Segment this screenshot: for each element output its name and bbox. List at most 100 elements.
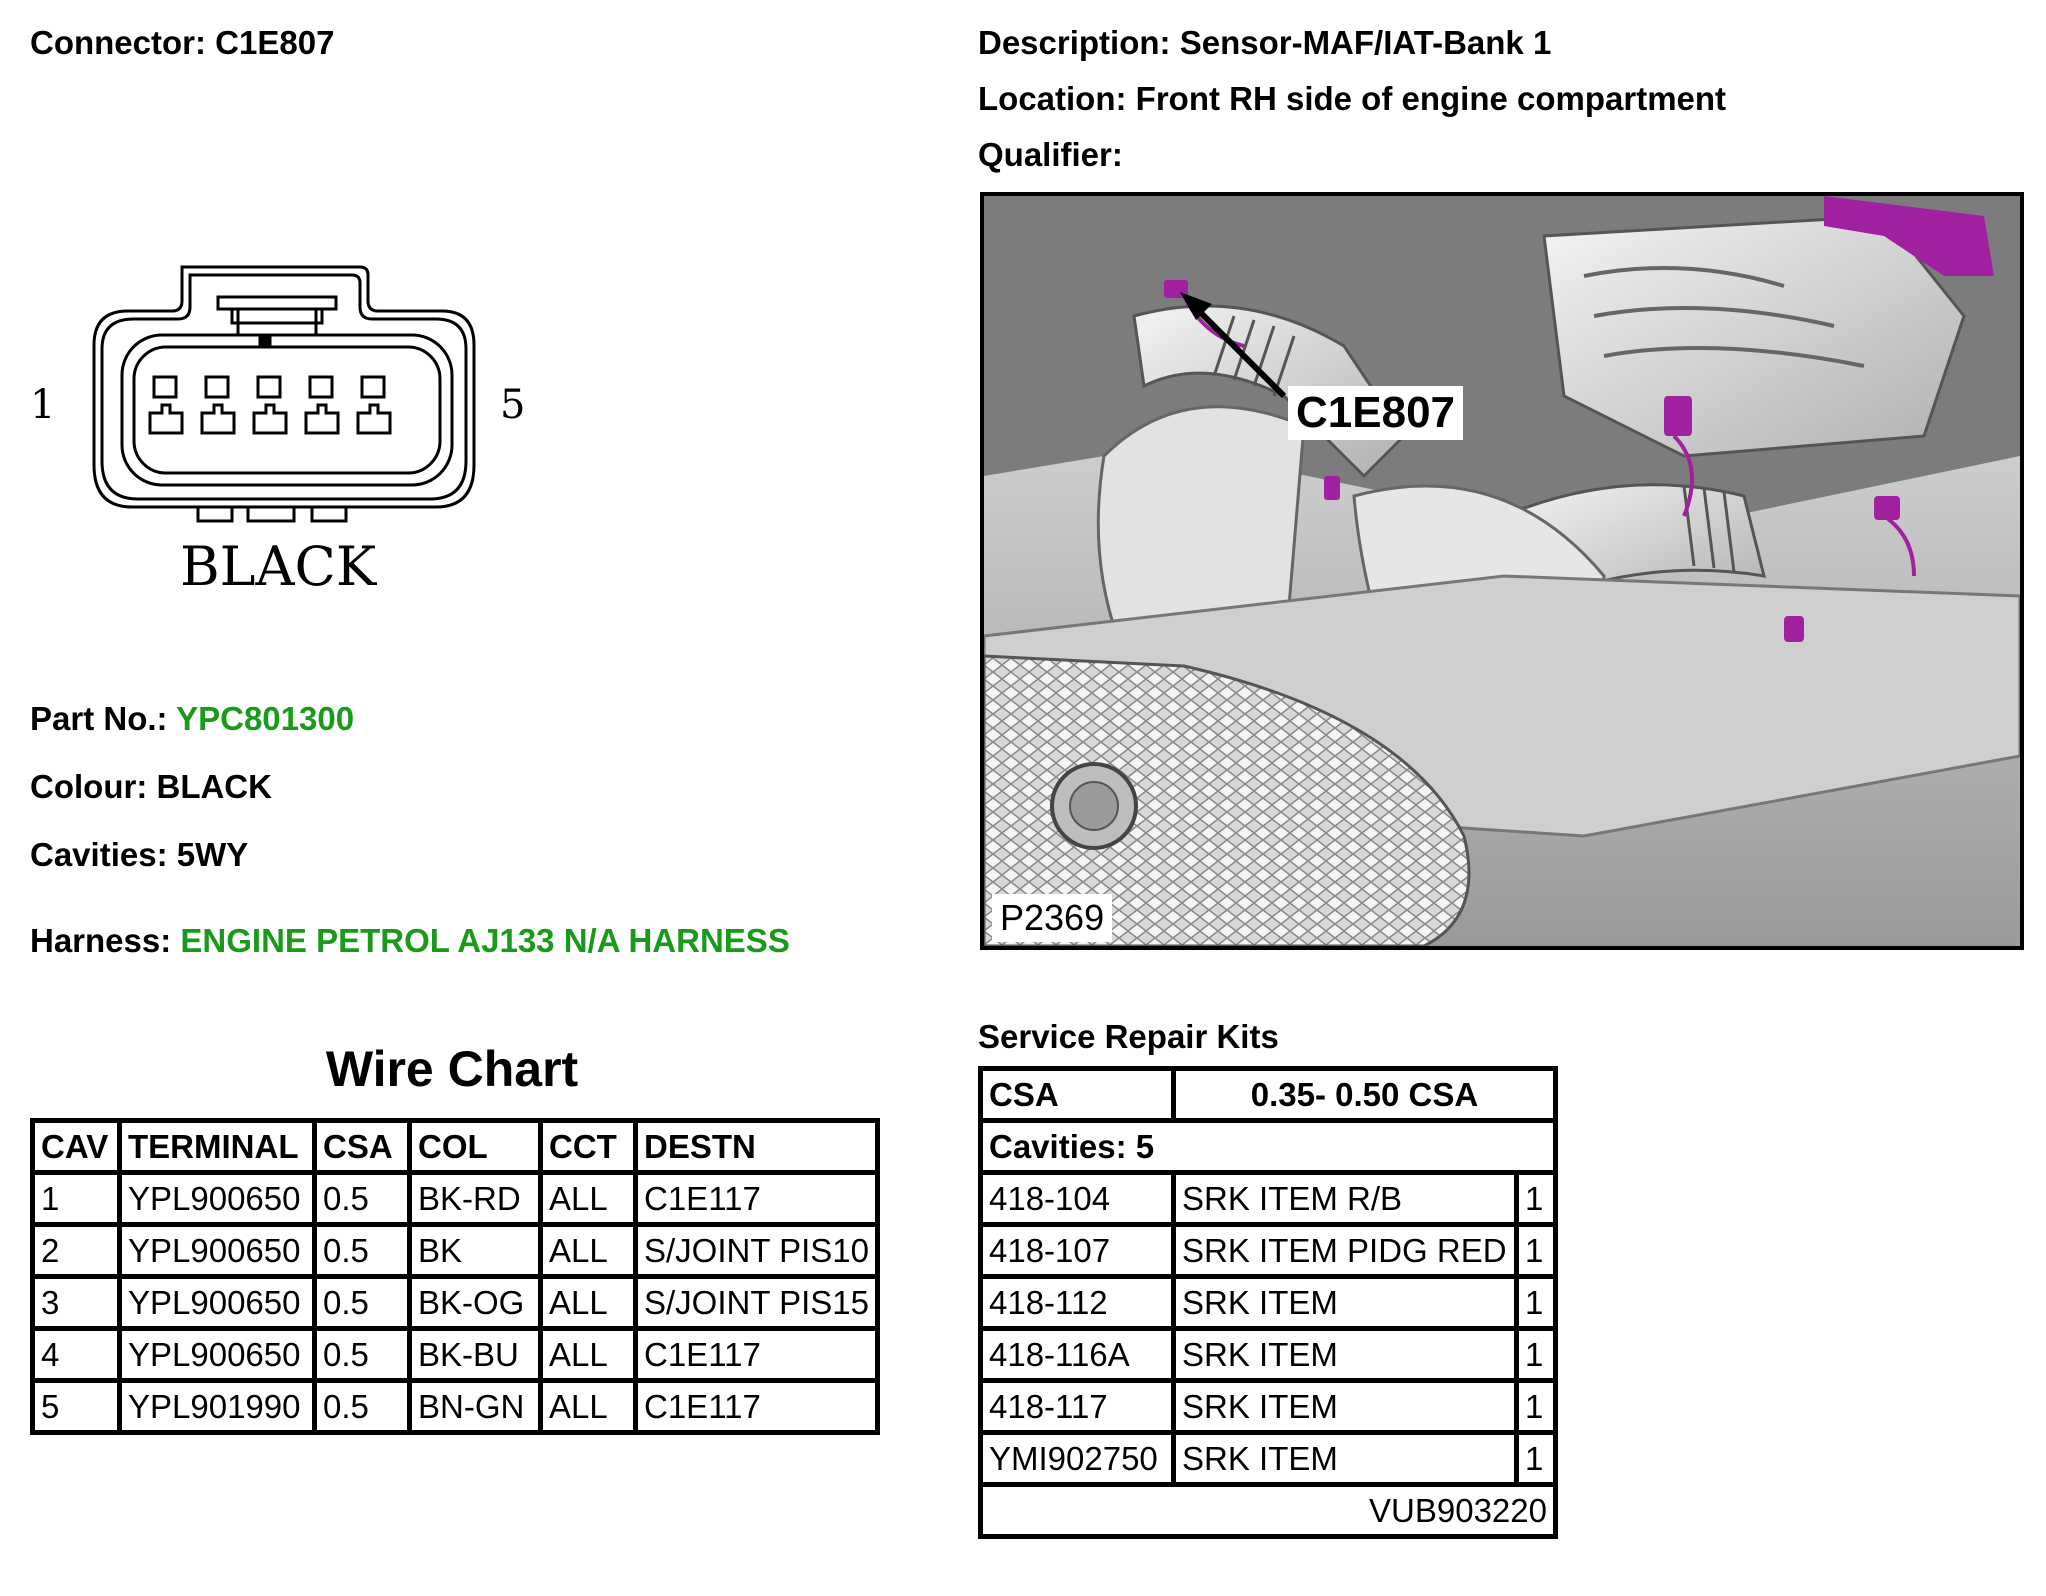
connector-latch-2 <box>230 307 324 325</box>
connector-inner-body-2 <box>132 345 442 475</box>
col-col: COL <box>407 1118 543 1175</box>
kits-csa-label: CSA <box>978 1066 1176 1123</box>
cell-cct: ALL <box>538 1222 638 1279</box>
table-row: 3 YPL900650 0.5 BK-OG ALL S/JOINT PIS15 <box>30 1274 880 1331</box>
description-value: Sensor-MAF/IAT-Bank 1 <box>1179 24 1552 61</box>
diagram-colour-label: BLACK <box>180 535 378 598</box>
harness-value[interactable]: ENGINE PETROL AJ133 N/A HARNESS <box>180 922 790 959</box>
wire-chart-title: Wire Chart <box>325 1041 579 1097</box>
cell-terminal: YPL901990 <box>117 1378 317 1435</box>
table-row: 418-107 SRK ITEM PIDG RED 1 <box>978 1222 1558 1279</box>
kit-desc: SRK ITEM <box>1171 1430 1519 1487</box>
kit-part: 418-104 <box>978 1170 1176 1227</box>
pin-3-top <box>256 375 282 399</box>
location-line: Location: Front RH side of engine compar… <box>978 80 1726 118</box>
kit-desc: SRK ITEM R/B <box>1171 1170 1519 1227</box>
pin-label-right: 5 <box>500 382 525 428</box>
cell-col: BN-GN <box>407 1378 543 1435</box>
connector-face-diagram: 1 5 BLACK <box>30 265 525 598</box>
engine-bay-photo: C1E807 P2369 <box>980 192 2024 950</box>
cell-csa: 0.5 <box>312 1326 412 1383</box>
kit-desc: SRK ITEM PIDG RED <box>1171 1222 1519 1279</box>
kit-part: YMI902750 <box>978 1430 1176 1487</box>
cell-cav: 1 <box>30 1170 122 1227</box>
table-row: 5 YPL901990 0.5 BN-GN ALL C1E117 <box>30 1378 880 1435</box>
photo-ref-label: P2369 <box>992 894 1113 942</box>
location-label: Location: <box>978 80 1127 117</box>
wire-chart-header-row: CAV TERMINAL CSA COL CCT DESTN <box>30 1118 880 1175</box>
callout-arrow-head <box>1180 292 1212 320</box>
connector-outer-outline-2 <box>100 273 468 501</box>
wire-chart-table: CAV TERMINAL CSA COL CCT DESTN 1 YPL9006… <box>30 1118 880 1435</box>
kits-cavities: Cavities: 5 <box>978 1118 1558 1175</box>
col-cct: CCT <box>538 1118 638 1175</box>
cell-cct: ALL <box>538 1170 638 1227</box>
cell-csa: 0.5 <box>312 1222 412 1279</box>
kit-part: 418-112 <box>978 1274 1176 1331</box>
pin-5-top <box>360 375 386 399</box>
cavities-value: 5WY <box>176 836 249 873</box>
table-row: 418-117 SRK ITEM 1 <box>978 1378 1558 1435</box>
kit-qty: 1 <box>1514 1378 1558 1435</box>
engine-bay-illustration <box>984 196 2020 946</box>
kit-desc: SRK ITEM <box>1171 1326 1519 1383</box>
kit-qty: 1 <box>1514 1170 1558 1227</box>
col-terminal: TERMINAL <box>117 1118 317 1175</box>
cell-cav: 3 <box>30 1274 122 1331</box>
cell-cav: 5 <box>30 1378 122 1435</box>
cell-cav: 4 <box>30 1326 122 1383</box>
cell-destn: S/JOINT PIS15 <box>633 1274 880 1331</box>
table-row: 2 YPL900650 0.5 BK ALL S/JOINT PIS10 <box>30 1222 880 1279</box>
cell-csa: 0.5 <box>312 1378 412 1435</box>
col-destn: DESTN <box>633 1118 880 1175</box>
cell-cct: ALL <box>538 1274 638 1331</box>
cell-col: BK-OG <box>407 1274 543 1331</box>
pin-label-left: 1 <box>30 382 55 428</box>
cell-csa: 0.5 <box>312 1170 412 1227</box>
cell-cav: 2 <box>30 1222 122 1279</box>
colour-label: Colour: <box>30 768 148 805</box>
harness-line: Harness: ENGINE PETROL AJ133 N/A HARNESS <box>30 922 790 960</box>
pin-2-top <box>204 375 230 399</box>
kit-part: 418-117 <box>978 1378 1176 1435</box>
cavities-line: Cavities: 5WY <box>30 836 248 874</box>
location-value: Front RH side of engine compartment <box>1135 80 1727 117</box>
cell-destn: C1E117 <box>633 1170 880 1227</box>
cell-destn: S/JOINT PIS10 <box>633 1222 880 1279</box>
cell-csa: 0.5 <box>312 1274 412 1331</box>
pin-5-bottom <box>356 403 392 435</box>
cell-terminal: YPL900650 <box>117 1326 317 1383</box>
connector-label: Connector: <box>30 24 206 61</box>
photo-callout-label: C1E807 <box>1288 386 1464 440</box>
part-no-label: Part No.: <box>30 700 168 737</box>
pin-1-bottom <box>148 403 184 435</box>
table-row: YMI902750 SRK ITEM 1 <box>978 1430 1558 1487</box>
connector-latch <box>216 295 338 311</box>
part-no-line: Part No.: YPC801300 <box>30 700 354 738</box>
cell-cct: ALL <box>538 1326 638 1383</box>
pin-2-bottom <box>200 403 236 435</box>
cell-cct: ALL <box>538 1378 638 1435</box>
harness-label: Harness: <box>30 922 172 959</box>
table-row: 418-104 SRK ITEM R/B 1 <box>978 1170 1558 1227</box>
cell-terminal: YPL900650 <box>117 1222 317 1279</box>
connector-value: C1E807 <box>215 24 335 61</box>
kit-part: 418-107 <box>978 1222 1176 1279</box>
table-row: 418-116A SRK ITEM 1 <box>978 1326 1558 1383</box>
kits-cavities-row: Cavities: 5 <box>978 1118 1558 1175</box>
kit-qty: 1 <box>1514 1274 1558 1331</box>
kit-desc: SRK ITEM <box>1171 1274 1519 1331</box>
connector-outer-outline <box>92 265 476 509</box>
part-no-value[interactable]: YPC801300 <box>176 700 355 737</box>
qualifier-line: Qualifier: <box>978 136 1123 174</box>
kit-part: 418-116A <box>978 1326 1176 1383</box>
kits-footer: VUB903220 <box>978 1482 1558 1539</box>
kit-qty: 1 <box>1514 1222 1558 1279</box>
cell-destn: C1E117 <box>633 1378 880 1435</box>
connector-key <box>258 333 272 349</box>
col-cav: CAV <box>30 1118 122 1175</box>
repair-kits-table: CSA 0.35- 0.50 CSA Cavities: 5 418-104 S… <box>978 1066 1558 1539</box>
kits-footer-row: VUB903220 <box>978 1482 1558 1539</box>
cell-col: BK-RD <box>407 1170 543 1227</box>
cell-col: BK-BU <box>407 1326 543 1383</box>
